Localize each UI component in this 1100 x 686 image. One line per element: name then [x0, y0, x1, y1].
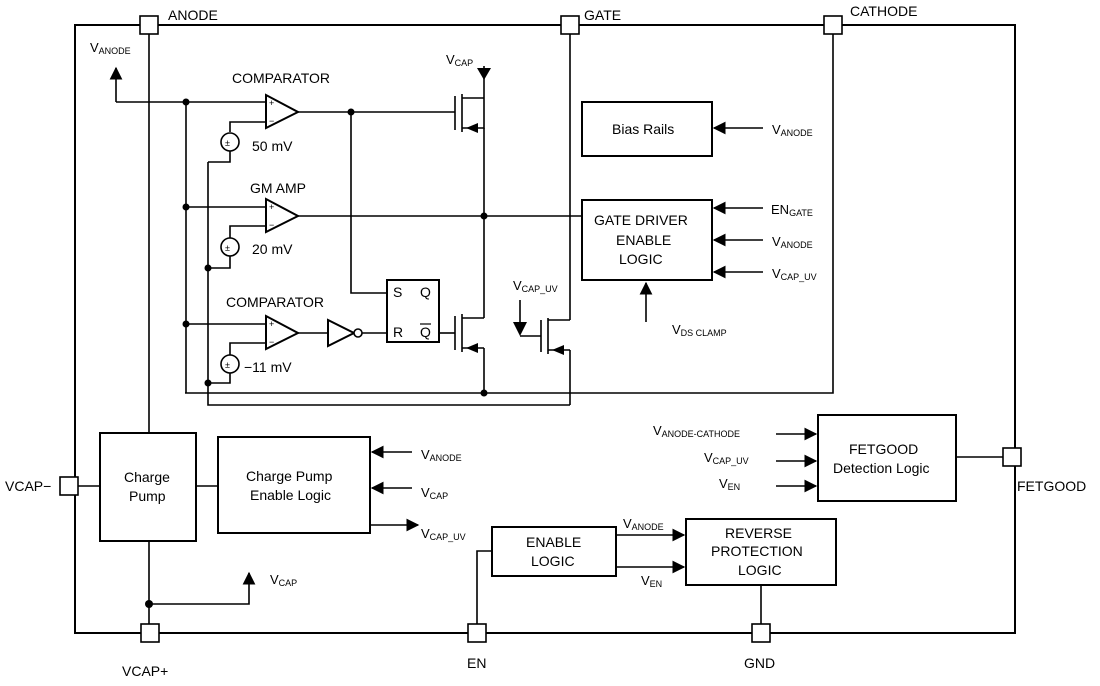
- chip-outline: [74, 24, 1016, 634]
- source-20mv: [220, 237, 240, 257]
- gnd-pin[interactable]: [751, 623, 771, 643]
- svg-text:Q: Q: [420, 284, 431, 300]
- svg-text:−: −: [269, 337, 274, 347]
- bias-rails-block: [581, 101, 713, 157]
- fg-vcapuv-label: VCAP_UV: [704, 450, 749, 466]
- svg-text:R: R: [393, 324, 403, 340]
- svg-text:LOGIC: LOGIC: [531, 553, 575, 569]
- vcap-bottom-label: VCAP: [270, 572, 297, 588]
- gate-driver-block: [581, 199, 713, 281]
- svg-text:Detection Logic: Detection Logic: [833, 460, 930, 476]
- source-minus11mv: [220, 354, 240, 374]
- v50-label: 50 mV: [252, 138, 293, 154]
- fetgood-detection-block: [817, 414, 957, 502]
- charge-pump-block: [99, 432, 197, 542]
- fetgood-pin-label: FETGOOD: [1017, 478, 1086, 494]
- svg-text:GATE DRIVER: GATE DRIVER: [594, 212, 688, 228]
- fg-ven-label: VEN: [719, 476, 740, 492]
- inverter-bubble: [353, 328, 363, 338]
- cp-vcap-label: VCAP: [421, 485, 448, 501]
- gate-pin[interactable]: [560, 15, 580, 35]
- comparator2-triangle: [265, 314, 301, 351]
- gd-vcapuv-label: VCAP_UV: [772, 266, 817, 282]
- svg-text:Charge: Charge: [124, 469, 170, 485]
- cp-enable-block: [217, 436, 371, 534]
- svg-text:FETGOOD: FETGOOD: [849, 441, 918, 457]
- en-pin-label: EN: [467, 655, 486, 671]
- cathode-pin-label: CATHODE: [850, 3, 917, 19]
- mosfet-mid: [454, 314, 484, 352]
- vcap-uv-mid-label: VCAP_UV: [513, 278, 558, 294]
- svg-text:−: −: [269, 220, 274, 230]
- rp-ven-label: VEN: [641, 573, 662, 589]
- svg-text:Charge Pump: Charge Pump: [246, 468, 333, 484]
- svg-text:Pump: Pump: [129, 488, 166, 504]
- svg-text:Q: Q: [420, 324, 431, 340]
- comparator1-plus: +: [269, 98, 274, 108]
- mosfet-right: [540, 318, 570, 354]
- anode-pin-label: ANODE: [168, 7, 218, 23]
- comparator1-in-minus-wire: [229, 121, 266, 132]
- anode-pin[interactable]: [139, 15, 159, 35]
- vanode-top-label: VANODE: [90, 40, 131, 56]
- gm-amp-triangle: [265, 197, 301, 234]
- gd-vanode-label: VANODE: [772, 234, 813, 250]
- fg-vanode-cathode-label: VANODE-CATHODE: [653, 423, 740, 439]
- bias-vanode-label: VANODE: [772, 122, 813, 138]
- gm-amp-label: GM AMP: [250, 180, 306, 196]
- fetgood-pin[interactable]: [1002, 447, 1022, 467]
- svg-text:ENABLE: ENABLE: [616, 232, 671, 248]
- source-50mv: [220, 132, 240, 152]
- gnd-pin-label: GND: [744, 655, 775, 671]
- gate-pin-label: GATE: [584, 7, 621, 23]
- vcap-plus-pin-label: VCAP+: [122, 663, 168, 679]
- svg-text:LOGIC: LOGIC: [619, 251, 663, 267]
- svg-text:±: ±: [225, 360, 230, 370]
- cathode-pin[interactable]: [823, 15, 843, 35]
- enable-logic-block: [491, 526, 617, 577]
- en-gate-label: ENGATE: [771, 202, 813, 218]
- comparator1-triangle: [265, 93, 301, 130]
- en-pin[interactable]: [467, 623, 487, 643]
- svg-text:±: ±: [225, 243, 230, 253]
- inner-region-wire: [185, 25, 834, 394]
- vcap-top-label: VCAP: [446, 52, 473, 68]
- svg-text:+: +: [269, 319, 274, 329]
- svg-text:LOGIC: LOGIC: [738, 562, 782, 578]
- comparator2-label: COMPARATOR: [226, 294, 324, 310]
- vds-clamp-label: VDS CLAMP: [672, 322, 727, 338]
- inverter-triangle: [327, 318, 357, 348]
- cp-vcapuv-label: VCAP_UV: [421, 526, 466, 542]
- svg-text:ENABLE: ENABLE: [526, 534, 581, 550]
- cathode-bus-wire: [207, 162, 570, 406]
- vcap-minus-pin-label: VCAP−: [5, 478, 51, 494]
- svg-text:±: ±: [225, 138, 230, 148]
- svg-text:PROTECTION: PROTECTION: [711, 543, 803, 559]
- rp-vanode-label: VANODE: [623, 516, 664, 532]
- cp-vanode-label: VANODE: [421, 447, 462, 463]
- comparator1-minus: −: [269, 116, 274, 126]
- vcap-minus-pin[interactable]: [59, 476, 79, 496]
- v20-label: 20 mV: [252, 241, 293, 257]
- mosfet-top: [454, 94, 485, 132]
- vcap-plus-pin[interactable]: [140, 623, 160, 643]
- svg-text:Enable Logic: Enable Logic: [250, 487, 331, 503]
- svg-text:REVERSE: REVERSE: [725, 525, 792, 541]
- sr-latch: [386, 279, 440, 343]
- svg-text:S: S: [393, 284, 402, 300]
- svg-text:+: +: [269, 202, 274, 212]
- svg-text:Bias Rails: Bias Rails: [612, 121, 674, 137]
- vm11-label: −11 mV: [244, 359, 292, 375]
- comparator1-label: COMPARATOR: [232, 70, 330, 86]
